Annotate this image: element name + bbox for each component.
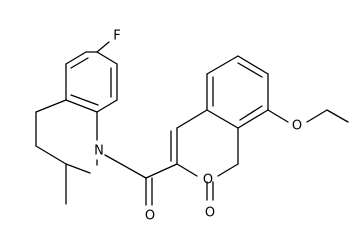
bond-to-fluorine — [96, 41, 110, 53]
bond — [176, 163, 198, 177]
bond — [217, 163, 239, 177]
bond — [96, 51, 118, 65]
lactone-oxygen-atom: O — [205, 206, 215, 221]
quinoline-benzene-ring — [65, 51, 118, 113]
bond — [176, 109, 208, 129]
bond — [306, 109, 328, 123]
bond — [65, 51, 87, 65]
bond — [237, 62, 263, 78]
bond — [65, 163, 91, 174]
bond — [70, 94, 99, 106]
bond — [206, 55, 239, 75]
bond — [35, 99, 67, 113]
bond — [104, 154, 147, 179]
ring-oxygen-atom: O — [203, 173, 213, 188]
fluorine-atom: F — [113, 29, 120, 44]
ethoxy-group — [267, 109, 349, 123]
quinoline-saturated-ring — [35, 99, 98, 205]
bond — [326, 109, 349, 123]
bond — [70, 57, 89, 69]
coumarin-benzene-ring — [206, 55, 269, 129]
bond — [237, 109, 269, 129]
carbonyl-oxygen-atom: O — [145, 209, 155, 224]
bond — [35, 145, 67, 165]
bond — [96, 99, 118, 113]
bond — [206, 109, 239, 129]
ether-oxygen-atom: O — [292, 119, 302, 134]
nitrogen-atom: N — [94, 144, 104, 159]
bond — [145, 163, 178, 179]
bond — [239, 105, 263, 121]
bond — [237, 55, 269, 75]
bond — [267, 109, 289, 123]
bond — [65, 99, 98, 113]
coumarin-pyranone-ring — [170, 109, 239, 201]
